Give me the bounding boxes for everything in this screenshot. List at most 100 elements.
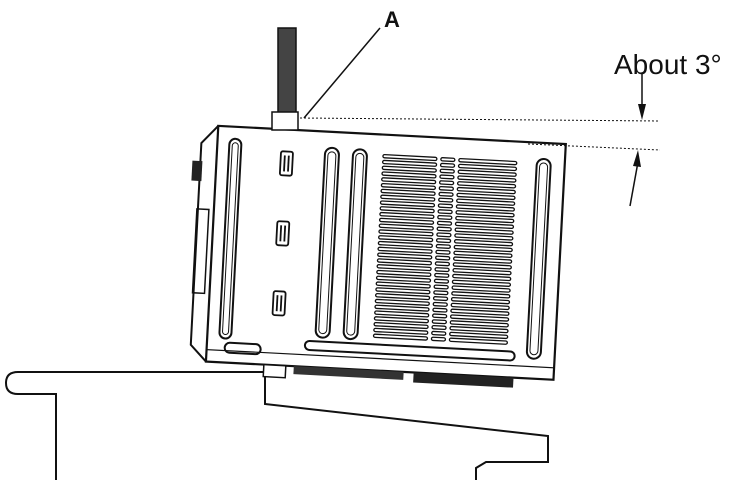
louver-slat — [374, 298, 430, 306]
louver-slat — [374, 310, 430, 318]
air-conditioner-unit — [189, 124, 567, 388]
louver-slat — [373, 327, 429, 335]
louver-slat — [433, 284, 449, 290]
louver-slat — [438, 191, 454, 197]
louver-slat — [449, 325, 509, 334]
louver-slat — [431, 319, 447, 325]
louver-slat — [431, 330, 447, 336]
louver-slat — [450, 308, 510, 316]
louver-slat — [455, 215, 515, 224]
louver-slat — [454, 221, 515, 230]
angle-dimension — [629, 74, 646, 207]
louver-slat — [451, 291, 511, 299]
louver-slat — [382, 153, 438, 162]
louver-slat — [437, 209, 453, 215]
louver-slat — [376, 258, 433, 266]
louver-slat — [450, 296, 511, 305]
louver-grille — [372, 153, 518, 345]
louver-slat — [431, 324, 447, 331]
louver-slat — [437, 203, 454, 209]
louver-slat — [456, 181, 517, 189]
callout-leader-line — [303, 27, 381, 119]
louver-slat — [435, 249, 451, 255]
louver-slat — [436, 232, 452, 238]
louver-slat — [437, 214, 453, 221]
louver-slat — [439, 162, 456, 168]
louver-slat — [453, 250, 513, 259]
louver-slat — [454, 233, 514, 241]
louver-slat — [378, 223, 434, 231]
louver-slat — [457, 169, 517, 177]
louver-slat — [375, 287, 431, 295]
louver-slat — [435, 255, 451, 261]
support-strap — [271, 27, 299, 131]
louver-slat — [458, 157, 518, 166]
louver-slat — [451, 285, 511, 293]
louver-slat — [453, 244, 513, 253]
louver-slat — [377, 246, 433, 254]
louver-slat — [432, 296, 449, 302]
louver-slat — [436, 220, 453, 226]
mounting-clips — [271, 150, 294, 317]
louver-slat — [432, 307, 448, 313]
louver-slat — [430, 336, 447, 342]
louver-slat — [376, 269, 432, 277]
louver-slat — [452, 273, 512, 282]
louver-slat — [457, 163, 518, 172]
louver-slat — [373, 321, 429, 330]
reference-line-horizontal — [299, 117, 661, 122]
louver-slat — [453, 256, 513, 264]
louver-slat — [456, 192, 516, 201]
louver-slat — [380, 188, 436, 196]
louver-slat — [372, 333, 429, 341]
louver-slat — [438, 180, 455, 186]
louver-slat — [375, 275, 432, 283]
louver-slat — [432, 301, 448, 307]
louver-slat — [439, 168, 455, 174]
louver-slat — [378, 229, 434, 237]
angle-label: About 3° — [614, 49, 722, 80]
louver-slat — [375, 281, 431, 289]
louver-slat — [374, 292, 431, 301]
louver-slat — [438, 197, 454, 203]
louver-slat — [451, 279, 512, 287]
louver-slat — [380, 182, 436, 191]
louver-slat — [432, 313, 448, 319]
louver-slat — [450, 302, 510, 311]
louver-slat — [436, 226, 452, 232]
louver-slat — [379, 200, 436, 208]
louver-slat — [381, 171, 437, 179]
louver-slat — [456, 198, 516, 206]
louver-slat — [381, 159, 438, 167]
louver-slat — [435, 243, 451, 249]
louver-slat — [439, 174, 455, 180]
louver-slat — [379, 211, 435, 220]
louver-slat — [457, 175, 517, 183]
louver-slat — [455, 204, 515, 212]
louver-slat — [379, 206, 435, 214]
louver-slat — [374, 304, 430, 312]
callout-label-a: A — [384, 7, 400, 32]
louver-slat — [377, 240, 433, 249]
louver-slat — [454, 227, 514, 235]
louver-slat — [449, 314, 510, 322]
louver-slat — [434, 272, 450, 278]
louver-slat — [380, 194, 436, 202]
louver-slat — [376, 264, 432, 272]
louver-slat — [438, 185, 454, 192]
louver-slat — [381, 165, 437, 173]
louver-slat — [448, 337, 508, 345]
louver-slat — [452, 268, 512, 276]
louver-slat — [433, 278, 450, 284]
louver-slat — [378, 235, 434, 243]
louver-slat — [449, 320, 509, 328]
louver-slat — [373, 316, 430, 324]
louver-slat — [455, 210, 515, 218]
louver-slat — [453, 239, 514, 247]
louver-slat — [381, 177, 437, 185]
louver-slat — [440, 157, 456, 163]
louver-slat — [377, 252, 433, 260]
louver-slat — [434, 261, 451, 267]
